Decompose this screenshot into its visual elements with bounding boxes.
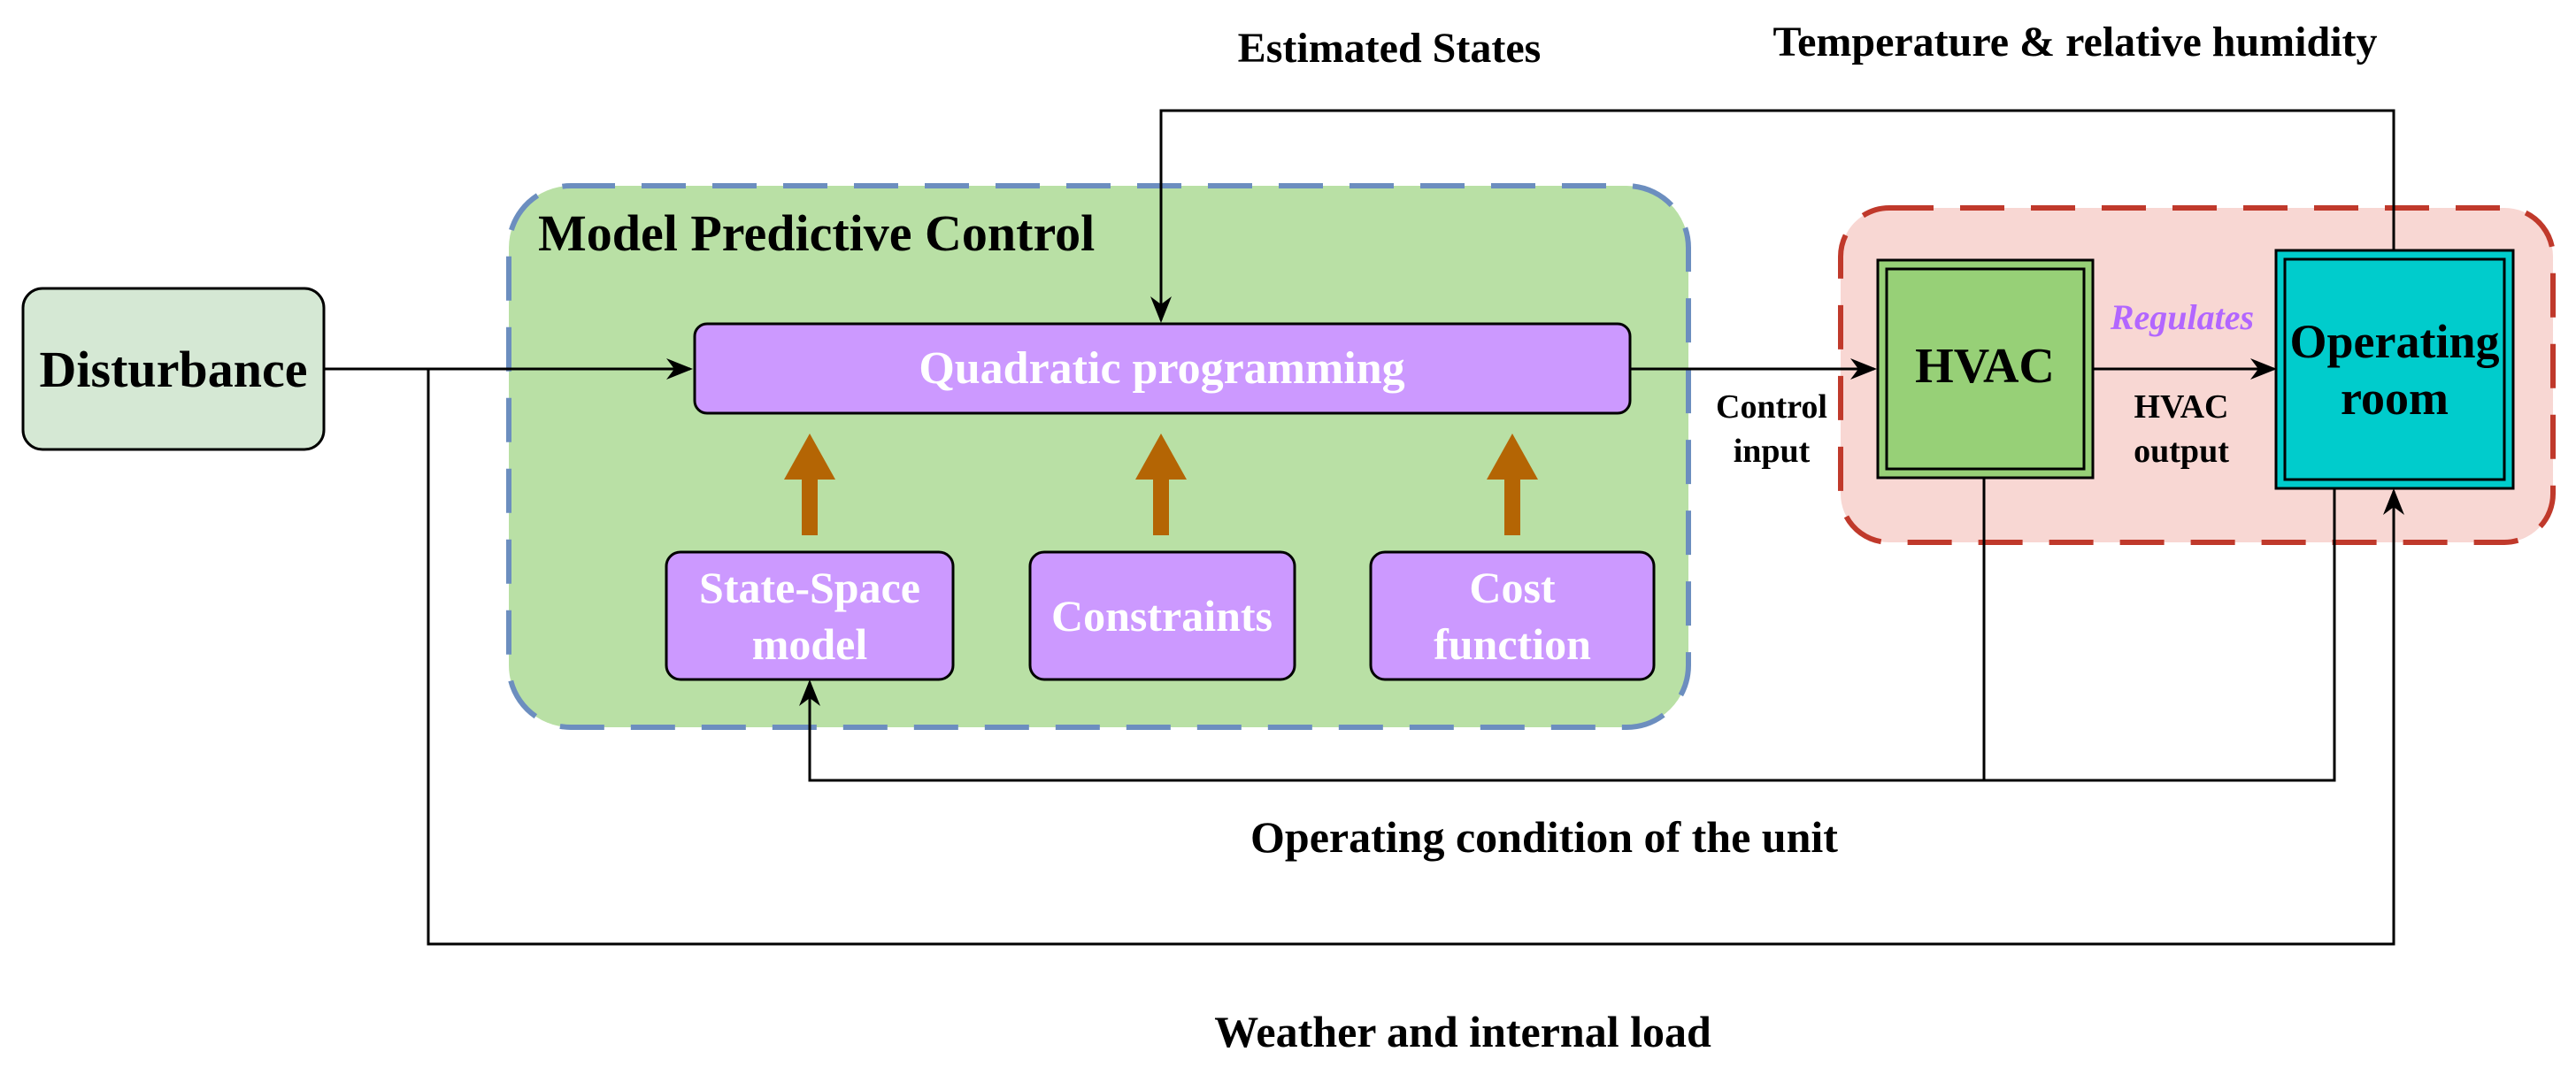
weather-load-line bbox=[427, 369, 2404, 946]
regulates-label: Regulates bbox=[2110, 297, 2254, 337]
hvac-output-label-line2: output bbox=[2134, 433, 2229, 470]
weather-load-label: Weather and internal load bbox=[1214, 1007, 1711, 1056]
operating-condition-label: Operating condition of the unit bbox=[1250, 812, 1838, 862]
qp-block bbox=[693, 322, 1632, 415]
qp-label: Quadratic programming bbox=[919, 343, 1404, 394]
orange-arrow-state-space bbox=[784, 434, 835, 535]
cost-function-label-line2: function bbox=[1434, 619, 1591, 669]
hvac-block bbox=[1876, 258, 2095, 480]
orange-arrow-constraints bbox=[1135, 434, 1187, 535]
control-input-label-line1: Control bbox=[1716, 388, 1827, 426]
estimated-states-line bbox=[1150, 109, 2395, 323]
control-input-label-line2: input bbox=[1734, 433, 1811, 470]
operating-room-label-line2: room bbox=[2341, 372, 2449, 425]
constraints-block bbox=[1028, 550, 1296, 681]
hvac-label: HVAC bbox=[1915, 339, 2055, 394]
hvac-block-inner-border bbox=[1885, 267, 2086, 471]
estimated-states-label: Estimated States bbox=[1238, 25, 1542, 72]
temperature-humidity-label: Temperature & relative humidity bbox=[1772, 19, 2377, 65]
state-space-label-line1: State-Space bbox=[699, 563, 920, 612]
operating-room-label-line1: Operating bbox=[2290, 315, 2500, 368]
constraints-label: Constraints bbox=[1051, 591, 1273, 641]
disturbance-label: Disturbance bbox=[40, 341, 308, 398]
disturbance-block bbox=[21, 287, 326, 451]
room-condition-line bbox=[1984, 487, 2336, 782]
operating-room-block bbox=[2274, 249, 2515, 490]
state-space-block bbox=[665, 550, 955, 681]
orange-arrow-cost-function bbox=[1487, 434, 1538, 535]
operating-room-block-inner-border bbox=[2283, 257, 2506, 481]
state-space-label-line2: model bbox=[752, 619, 868, 669]
operating-condition-line bbox=[799, 478, 1986, 782]
mpc-title: Model Predictive Control bbox=[538, 204, 1095, 262]
cost-function-block bbox=[1369, 550, 1656, 681]
cost-function-label-line1: Cost bbox=[1469, 563, 1556, 612]
hvac-output-label-line1: HVAC bbox=[2134, 388, 2229, 426]
